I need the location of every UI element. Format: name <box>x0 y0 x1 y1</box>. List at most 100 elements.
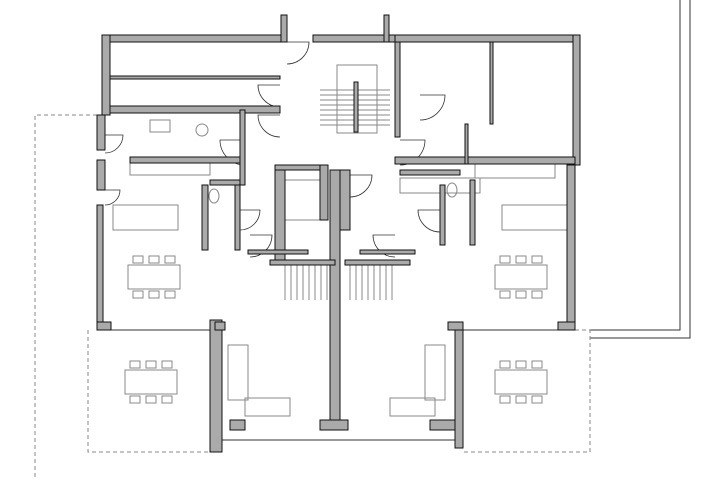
wall <box>201 184 209 251</box>
door <box>417 209 441 233</box>
wall <box>101 34 286 43</box>
chair <box>515 255 527 264</box>
chair <box>531 360 543 369</box>
chair <box>499 360 511 369</box>
chair <box>129 395 141 404</box>
chair <box>531 395 543 404</box>
chair <box>161 395 173 404</box>
fixtures <box>112 64 568 417</box>
wall <box>344 259 411 266</box>
property-line <box>590 0 691 339</box>
wall <box>312 34 396 43</box>
wall <box>96 114 106 151</box>
wall <box>96 321 112 331</box>
wall <box>394 41 401 138</box>
kitchen-cabinets <box>474 162 556 179</box>
balcony-right-outline <box>463 329 591 453</box>
wall <box>96 159 106 191</box>
wall <box>96 204 104 331</box>
wall <box>566 164 576 331</box>
wall <box>489 41 494 125</box>
wall <box>557 321 576 331</box>
chair <box>145 360 157 369</box>
wall <box>109 75 281 80</box>
sink <box>149 119 171 133</box>
door <box>249 234 273 258</box>
wall <box>464 123 469 165</box>
chair <box>515 290 527 299</box>
chair <box>148 290 160 299</box>
toilet <box>208 188 220 204</box>
wall <box>209 179 241 186</box>
door <box>104 189 121 206</box>
wall <box>247 249 309 255</box>
wall <box>454 329 464 449</box>
chair <box>499 290 511 299</box>
chair <box>515 395 527 404</box>
chair <box>531 255 543 264</box>
wall <box>109 105 281 114</box>
door <box>286 41 310 65</box>
wall <box>439 184 446 246</box>
kitchen-island <box>501 204 568 231</box>
wall <box>239 109 246 186</box>
door <box>399 139 426 166</box>
door <box>257 114 281 138</box>
chair <box>132 290 144 299</box>
dining-table <box>124 369 178 395</box>
chair <box>161 360 173 369</box>
wall <box>101 34 111 116</box>
wall <box>394 34 581 43</box>
chair <box>129 360 141 369</box>
property-line <box>590 0 681 331</box>
balcony-left-outline <box>87 330 210 453</box>
wall <box>329 169 341 431</box>
wall <box>359 249 416 255</box>
elevator <box>284 179 321 221</box>
wall <box>339 169 351 231</box>
chair <box>531 290 543 299</box>
sofa <box>244 397 291 417</box>
wall <box>229 419 246 431</box>
dining-table <box>127 264 181 290</box>
chair <box>499 395 511 404</box>
stair-outline <box>336 64 378 134</box>
wall <box>234 184 241 251</box>
wall <box>319 419 349 431</box>
wall <box>469 179 476 246</box>
dining-table <box>494 369 548 395</box>
sofa <box>424 344 446 401</box>
chair <box>515 360 527 369</box>
chair <box>164 255 176 264</box>
wall <box>447 321 464 331</box>
dining-table <box>494 264 548 290</box>
kitchen-island <box>112 204 179 231</box>
chair <box>164 290 176 299</box>
wall <box>214 321 226 331</box>
sofa <box>227 344 249 401</box>
toilet <box>446 182 458 198</box>
wall <box>269 259 336 266</box>
wall <box>383 14 390 43</box>
wall <box>129 156 241 164</box>
chair <box>132 255 144 264</box>
wall <box>429 419 456 431</box>
walls <box>96 14 581 453</box>
door <box>104 134 124 154</box>
wall <box>209 319 223 453</box>
wall <box>319 164 329 221</box>
sofa <box>389 397 436 417</box>
wall <box>274 164 326 171</box>
chair <box>148 255 160 264</box>
door <box>239 209 261 231</box>
site-outlines <box>34 0 691 479</box>
door <box>349 174 373 198</box>
washing-machine <box>195 123 209 137</box>
wall <box>399 169 461 176</box>
wall <box>280 14 288 43</box>
wall <box>572 34 581 166</box>
wall <box>394 156 576 165</box>
door <box>257 84 281 108</box>
chair <box>499 255 511 264</box>
